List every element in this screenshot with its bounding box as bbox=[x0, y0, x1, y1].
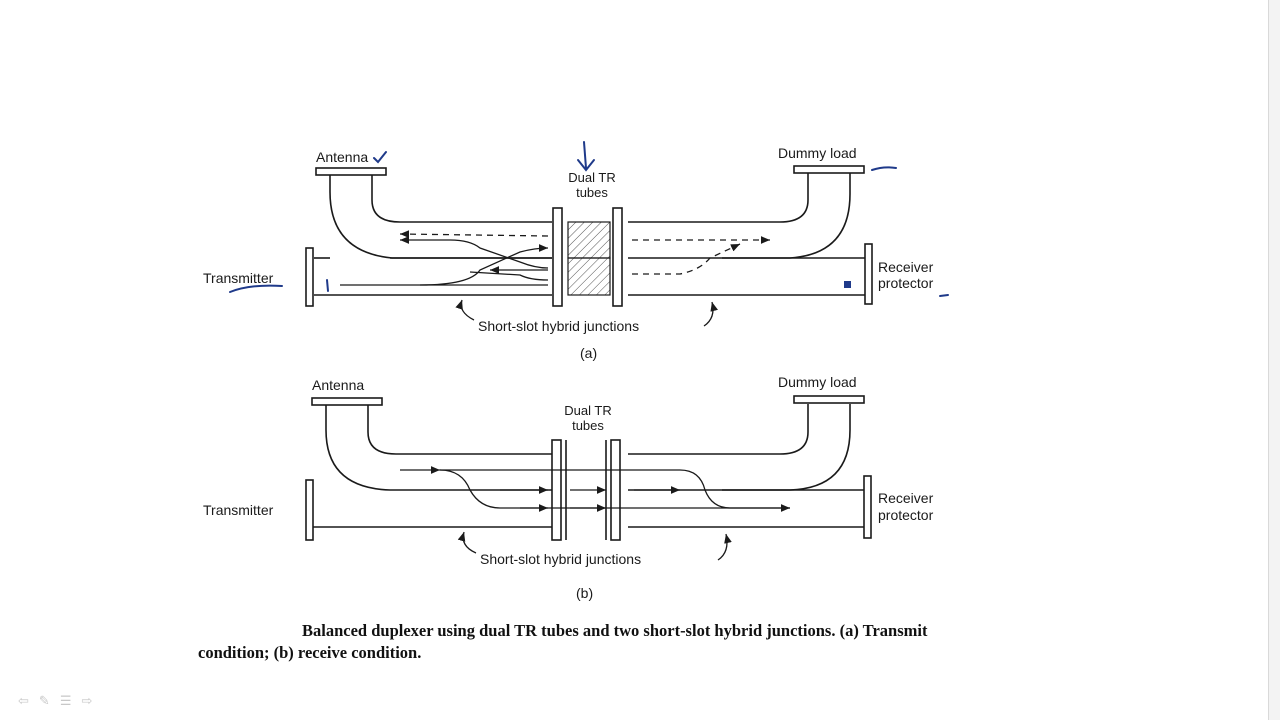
dummy-elbow-outer-b bbox=[722, 404, 851, 491]
dummy-elbow-inner-b bbox=[628, 404, 809, 455]
antenna-flange-a bbox=[315, 167, 387, 176]
junctions-label-b: Short-slot hybrid junctions bbox=[480, 551, 641, 567]
tick-annotation bbox=[326, 279, 329, 292]
slide-nav: ⇦ ✎ ☰ ⇨ bbox=[18, 692, 92, 710]
dummy-load-label-a: Dummy load bbox=[778, 145, 857, 161]
antenna-label-a: Antenna bbox=[316, 149, 368, 165]
tr-tube-top-a bbox=[567, 221, 611, 259]
receiver-flange-a bbox=[864, 243, 873, 305]
underline-annotation bbox=[229, 284, 283, 293]
tr-flange-right-b bbox=[610, 439, 621, 541]
tr-flange-right-a bbox=[612, 207, 623, 307]
diagram-a: Antenna Dummy load Dual TR tubes Transmi… bbox=[203, 141, 949, 361]
tubes-label-b-line2: tubes bbox=[572, 418, 604, 433]
flow-receive-main-b bbox=[440, 469, 790, 512]
sublabel-a: (a) bbox=[580, 345, 597, 361]
back-arrow-icon[interactable]: ⇦ bbox=[18, 693, 29, 709]
caption-line-2: condition; (b) receive condition. bbox=[198, 643, 422, 662]
dash-annotation-dummy bbox=[871, 166, 897, 171]
forward-arrow-icon[interactable]: ⇨ bbox=[81, 693, 93, 709]
sublabel-b: (b) bbox=[576, 585, 593, 601]
tubes-label-a-line1: Dual TR bbox=[568, 170, 615, 185]
dummy-elbow-inner-a bbox=[628, 172, 809, 223]
antenna-elbow-outer-a bbox=[329, 172, 552, 259]
receiver-label-a-line1: Receiver bbox=[878, 259, 934, 275]
transmitter-label-a: Transmitter bbox=[203, 270, 274, 286]
arrow-annotation bbox=[577, 141, 595, 172]
transmitter-label-b: Transmitter bbox=[203, 502, 274, 518]
tr-flange-left-b bbox=[551, 439, 562, 541]
dummy-flange-b bbox=[793, 395, 865, 404]
tr-tube-bottom-a bbox=[567, 257, 611, 296]
tubes-label-b-line1: Dual TR bbox=[564, 403, 611, 418]
caption-line-1: Balanced duplexer using dual TR tubes an… bbox=[302, 621, 928, 640]
antenna-label-b: Antenna bbox=[312, 377, 364, 393]
dummy-load-label-b: Dummy load bbox=[778, 374, 857, 390]
marker-square bbox=[844, 281, 851, 288]
window-edge bbox=[1268, 0, 1280, 720]
antenna-elbow-outer-b bbox=[325, 404, 552, 491]
pen-icon[interactable]: ✎ bbox=[38, 693, 50, 709]
dash-annotation-receiver bbox=[939, 294, 949, 297]
checkmark-annotation bbox=[373, 151, 387, 164]
transmitter-flange-b bbox=[305, 479, 314, 541]
antenna-elbow-inner-a bbox=[371, 172, 552, 223]
receiver-label-b-line2: protector bbox=[878, 507, 934, 523]
receiver-flange-b bbox=[863, 475, 872, 539]
receiver-label-a-line2: protector bbox=[878, 275, 934, 291]
tubes-label-a-line2: tubes bbox=[576, 185, 608, 200]
dummy-elbow-outer-a bbox=[722, 172, 851, 259]
antenna-flange-b bbox=[311, 397, 383, 406]
diagram-b: Antenna Dummy load Dual TR tubes Transmi… bbox=[203, 374, 934, 601]
junctions-label-a: Short-slot hybrid junctions bbox=[478, 318, 639, 334]
menu-icon[interactable]: ☰ bbox=[59, 693, 72, 709]
figure-caption: Balanced duplexer using dual TR tubes an… bbox=[198, 620, 1148, 664]
tr-flange-left-a bbox=[552, 207, 563, 307]
receiver-label-b-line1: Receiver bbox=[878, 490, 934, 506]
transmitter-flange-a bbox=[305, 247, 314, 307]
antenna-elbow-inner-b bbox=[367, 404, 552, 455]
dummy-flange-a bbox=[793, 165, 865, 174]
